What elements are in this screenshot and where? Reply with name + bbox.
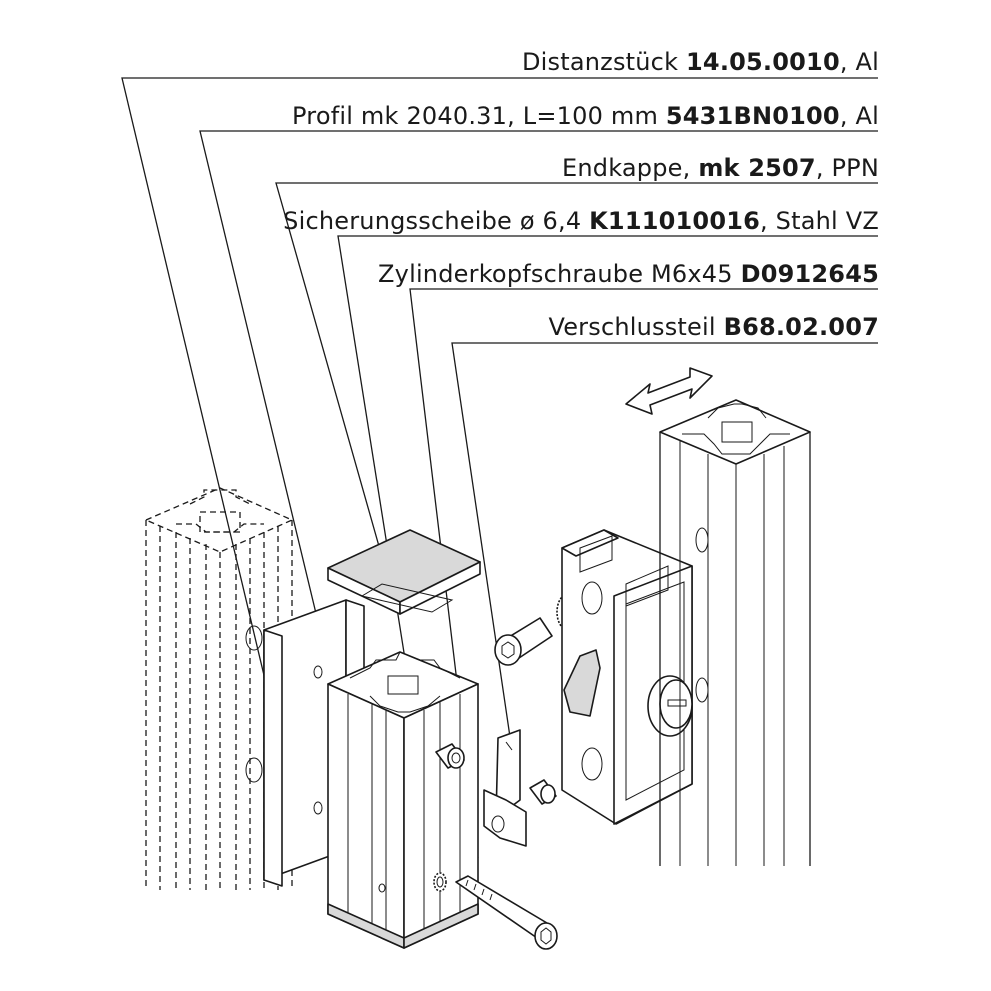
zylinderkopfschraube (455, 875, 558, 950)
label-distanzstueck: Distanzstück 14.05.0010, Al (521, 48, 879, 76)
label-sicherungsscheibe: Sicherungsscheibe ø 6,4 K111010016, Stah… (283, 207, 879, 235)
grub-screw-lower (529, 779, 557, 805)
verschlussteil (483, 729, 527, 847)
leader-schraube (409, 288, 878, 859)
label-profil: Profil mk 2040.31, L=100 mm 5431BN0100, … (292, 102, 879, 130)
leader-distanzstueck (121, 77, 878, 853)
right-frame-profile (659, 399, 811, 866)
sicherungsscheibe (433, 872, 447, 892)
leader-verschlussteil (451, 342, 878, 738)
grub-screw-upper (435, 743, 465, 769)
label-verschlussteil: Verschlussteil B68.02.007 (548, 313, 879, 341)
label-endkappe: Endkappe, mk 2507, PPN (562, 154, 879, 182)
endkappe (327, 529, 481, 615)
leader-lines (121, 77, 878, 889)
profil-mk-2040 (327, 651, 479, 949)
lock-housing (561, 529, 693, 825)
double-arrow-icon (625, 367, 713, 415)
label-zylinderkopfschraube: Zylinderkopfschraube M6x45 D0912645 (378, 260, 879, 288)
leader-endkappe (275, 182, 878, 579)
